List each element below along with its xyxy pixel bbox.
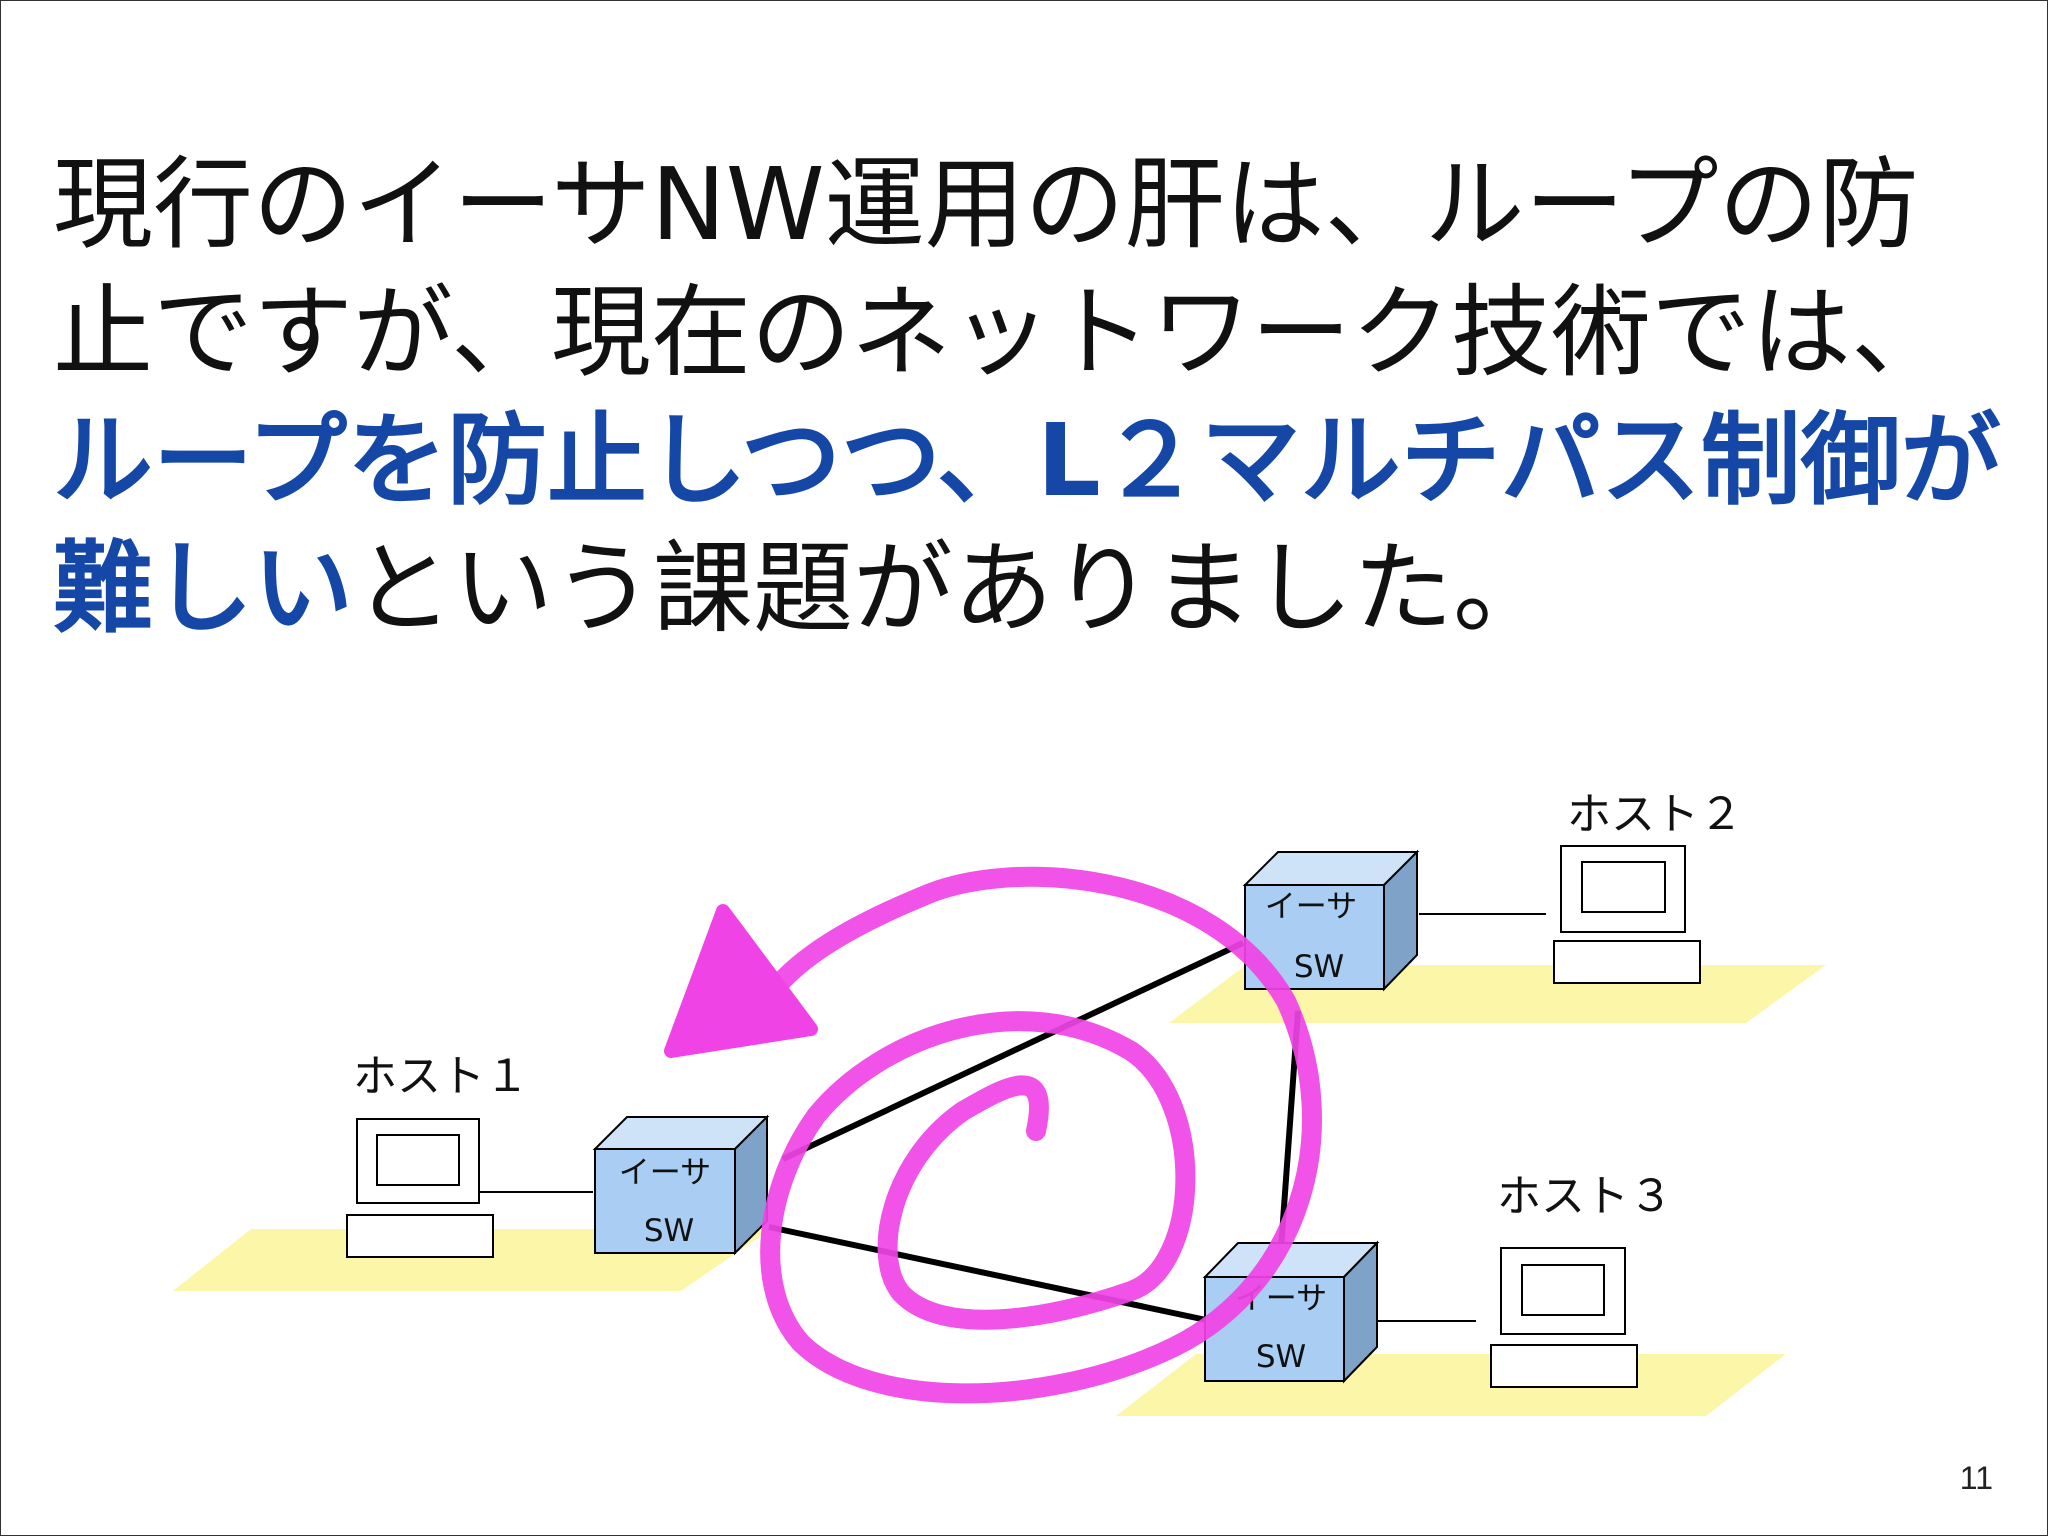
- switch-1: イーサ SW: [592, 1114, 770, 1256]
- slide-title: 現行のイーサNW運用の肝は、ループの防止ですが、現在のネットワーク技術では、ルー…: [53, 141, 2013, 653]
- switch-1-label-line1: イーサ: [619, 1155, 711, 1191]
- switch-3-label-line2: SW: [1256, 1339, 1306, 1375]
- switch-2-label-line1: イーサ: [1265, 889, 1357, 925]
- loop-spiral-icon: [664, 866, 1322, 1404]
- host-2-label: ホスト２: [1567, 789, 1743, 840]
- host-2-computer: [1553, 845, 1701, 984]
- host-3-label: ホスト３: [1497, 1171, 1673, 1222]
- host-1-label: ホスト１: [353, 1051, 529, 1102]
- switch-3: イーサ SW: [1202, 1240, 1380, 1384]
- title-text-part1: 現行のイーサNW運用の肝は、ループの防止ですが、現在のネットワーク技術では、: [53, 146, 1951, 391]
- switch-2: イーサ SW: [1242, 849, 1420, 992]
- host-1-computer: [346, 1118, 494, 1258]
- title-text-part2: という課題がありました。: [353, 530, 1553, 647]
- switch-1-label-line2: SW: [644, 1213, 694, 1249]
- switch-2-label-line2: SW: [1294, 949, 1344, 985]
- page-number: 11: [1959, 1460, 1993, 1496]
- title-highlight: ループを防止しつつ、L２マルチパス制御が難しい: [53, 402, 2001, 647]
- host-3-computer: [1490, 1247, 1638, 1388]
- link-sw1-sw2: [781, 940, 1245, 1162]
- link-sw1-sw3: [768, 1224, 1212, 1324]
